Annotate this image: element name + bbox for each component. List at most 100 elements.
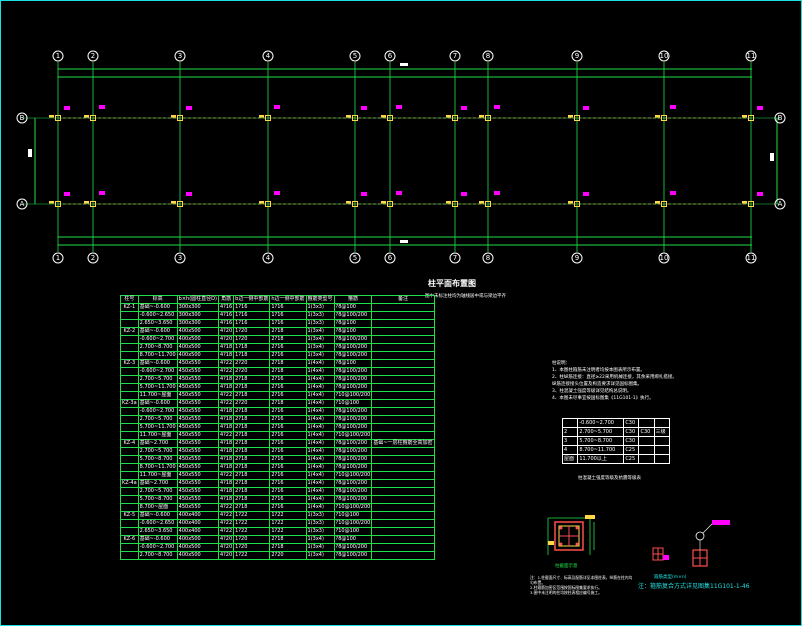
column-label-mark (742, 201, 747, 204)
axis-bubble-8 (482, 50, 494, 62)
column-label-mark (446, 201, 451, 204)
column-A-5 (352, 201, 358, 207)
axis-label-3: 3 (178, 52, 182, 60)
column-B-8 (485, 115, 491, 121)
axis-label-6: 6 (388, 254, 393, 262)
row-axis-bubble-B (774, 112, 786, 124)
axis-bubble-5 (349, 50, 361, 62)
column-B-6 (387, 115, 393, 121)
column-section-detail (547, 515, 595, 555)
axis-bubble-2 (87, 50, 99, 62)
column-tag (64, 192, 70, 196)
axis-bubble-7 (449, 50, 461, 62)
drawing-subtitle: 图中未标注柱均为轴线居中或与梁边平齐 (425, 294, 506, 299)
bottom-notes: 注：1.柱截面尺寸、标高及配筋详见本图柱表，纵筋在柱内均匀布置。2.柱箍筋加密区… (530, 575, 635, 595)
column-label-mark (479, 201, 484, 204)
axis-bubble-6 (384, 50, 396, 62)
axis-bubble-10 (658, 252, 670, 264)
column-label-mark (479, 115, 484, 118)
row-axis-label-B: B (778, 114, 783, 122)
detail-left-label: 柱截面示意 (555, 564, 578, 569)
column-A-9 (574, 201, 580, 207)
note-line: 纵筋连接接头位置及构造要求详见国标图集。 (552, 382, 642, 387)
column-A-11 (748, 201, 754, 207)
axis-label-9: 9 (575, 254, 579, 262)
column-tag (583, 106, 589, 110)
column-label-mark (49, 201, 54, 204)
column-tag (757, 192, 763, 196)
axis-bubble-10 (658, 50, 670, 62)
row-axis-label-A: A (778, 200, 783, 208)
note-line: 3、柱混凝土强度等级详见结构总说明。 (552, 389, 632, 394)
table-cell: 1?22 (233, 551, 271, 560)
column-A-3 (177, 201, 183, 207)
column-A-6 (387, 201, 393, 207)
detail-right-label: 箍筋类型(m×n) (654, 575, 687, 580)
column-label-mark (49, 115, 54, 118)
row-axis-bubble-A (774, 198, 786, 210)
note-line: 4、本图未尽事宜按国标图集《11G101-1》执行。 (552, 396, 654, 401)
row-axis-label-A: A (20, 200, 25, 208)
bottom-note-line: 2.柱箍筋加密区范围按国标图集要求执行。 (530, 585, 602, 590)
column-A-2 (90, 201, 96, 207)
axis-label-9: 9 (575, 52, 579, 60)
column-tag (396, 191, 402, 195)
column-B-11 (748, 115, 754, 121)
concrete-grade-cell: 屋面 (561, 454, 579, 464)
axis-label-8: 8 (486, 52, 490, 60)
axis-label-4: 4 (266, 254, 271, 262)
axis-bubble-6 (384, 252, 396, 264)
axis-label-7: 7 (453, 52, 457, 60)
column-label-mark (346, 201, 351, 204)
column-tag (274, 105, 280, 109)
column-B-4 (265, 115, 271, 121)
concrete-grade-cell (653, 454, 671, 464)
column-tag (396, 105, 402, 109)
table-cell: 4?20 (217, 551, 235, 560)
column-tag (494, 105, 500, 109)
axis-label-5: 5 (353, 254, 357, 262)
column-label-mark (171, 115, 176, 118)
axis-label-3: 3 (178, 254, 182, 262)
column-label-mark (655, 115, 660, 118)
notes-block: 柱说明： 1、本图柱箍筋未注明者均按本图表所示布置。2、柱纵筋连接：直径≥22采… (552, 360, 677, 402)
column-tag (274, 191, 280, 195)
column-label-mark (84, 201, 89, 204)
column-B-3 (177, 115, 183, 121)
axis-bubble-9 (571, 50, 583, 62)
column-tag (670, 105, 676, 109)
column-tag (361, 192, 367, 196)
axis-label-2: 2 (91, 254, 95, 262)
axis-label-7: 7 (453, 254, 457, 262)
note-line: 2、柱纵筋连接：直径≥22采用机械连接，其余采用绑扎搭接。 (552, 375, 677, 380)
column-label-mark (381, 115, 386, 118)
detail-note: 注：箍筋复合方式详见图集11G101-1-46 (638, 583, 750, 590)
column-label-mark (568, 201, 573, 204)
column-A-8 (485, 201, 491, 207)
row-axis-bubble-B (16, 112, 28, 124)
axis-label-11: 11 (747, 254, 756, 262)
table-cell (371, 551, 435, 560)
column-tag (583, 192, 589, 196)
column-tag (670, 191, 676, 195)
stirrup-type-detail (652, 520, 730, 567)
column-tag (99, 191, 105, 195)
axis-bubble-9 (571, 252, 583, 264)
axis-label-5: 5 (353, 52, 357, 60)
column-tag (186, 106, 192, 110)
axis-label-1: 1 (56, 254, 60, 262)
table-cell: 2?20 (269, 551, 307, 560)
concrete-grade-caption: 柱混凝土强度等级及抗震等级表 (578, 476, 641, 481)
column-tag (99, 105, 105, 109)
column-label-mark (259, 115, 264, 118)
